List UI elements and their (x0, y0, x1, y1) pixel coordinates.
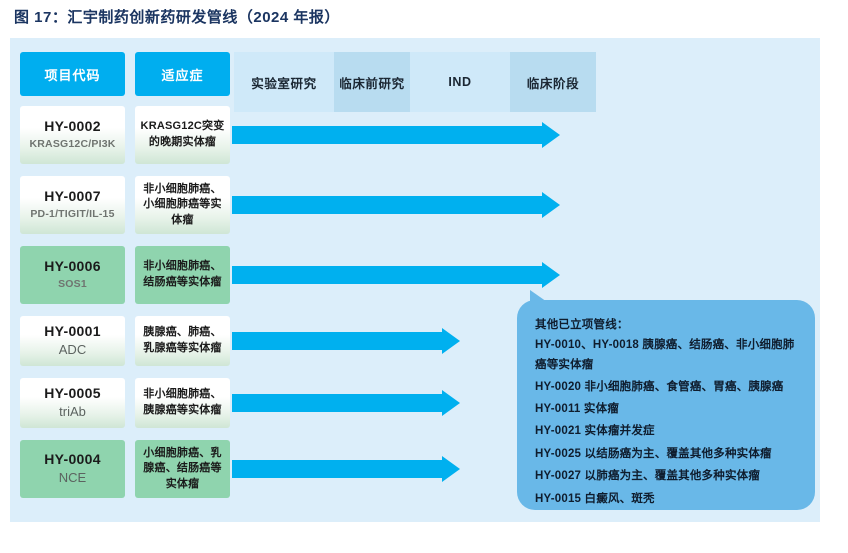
stage-header-ind: IND (410, 52, 510, 112)
progress-arrow (232, 192, 560, 218)
indication-label: KRASG12C突变的晚期实体瘤 (140, 120, 225, 148)
indication-cell: 胰腺癌、肺癌、乳腺癌等实体瘤 (135, 316, 230, 366)
indication-cell: 非小细胞肺癌、小细胞肺癌等实体瘤 (135, 176, 230, 234)
progress-arrow-bar (232, 394, 442, 412)
callout-line: HY-0010、HY-0018 胰腺癌、结肠癌、非小细胞肺癌等实体瘤 (535, 339, 795, 371)
project-code-label: HY-0006 (44, 258, 101, 275)
stage-header-preclinical: 临床前研究 (334, 52, 410, 112)
indication-label: 非小细胞肺癌、小细胞肺癌等实体瘤 (143, 182, 222, 226)
project-code-label: HY-0005 (44, 385, 101, 402)
stage-header-clinical: 临床阶段 (510, 52, 596, 112)
header-indication: 适应症 (135, 52, 230, 96)
project-target-label: PD-1/TIGIT/IL-15 (30, 207, 115, 220)
project-code-label: HY-0004 (44, 451, 101, 468)
indication-label: 非小细胞肺癌、胰腺癌等实体瘤 (143, 388, 222, 416)
callout-line: HY-0015 白癜风、斑秃 (535, 492, 655, 505)
other-pipelines-callout: 其他已立项管线： HY-0010、HY-0018 胰腺癌、结肠癌、非小细胞肺癌等… (517, 300, 815, 510)
progress-arrow (232, 390, 460, 416)
indication-cell: 非小细胞肺癌、结肠癌等实体瘤 (135, 246, 230, 304)
progress-arrow-bar (232, 196, 542, 214)
indication-label: 胰腺癌、肺癌、乳腺癌等实体瘤 (143, 326, 222, 354)
progress-arrow-head-icon (542, 192, 560, 218)
indication-label: 小细胞肺癌、乳腺癌、结肠癌等实体瘤 (143, 446, 222, 490)
progress-arrow-bar (232, 266, 542, 284)
project-code-label: HY-0001 (44, 323, 101, 340)
callout-heading: 其他已立项管线： (535, 319, 629, 331)
project-target-label: triAb (59, 403, 86, 419)
progress-arrow-head-icon (442, 456, 460, 482)
header-project-code: 项目代码 (20, 52, 125, 96)
page-title: 图 17：汇宇制药创新药研发管线（2024 年报） (14, 9, 340, 26)
project-code-label: HY-0007 (44, 188, 101, 205)
progress-arrow (232, 456, 460, 482)
progress-arrow-bar (232, 332, 442, 350)
indication-cell: 非小细胞肺癌、胰腺癌等实体瘤 (135, 378, 230, 428)
progress-arrow (232, 122, 560, 148)
progress-arrow-head-icon (542, 262, 560, 288)
progress-arrow-head-icon (542, 122, 560, 148)
callout-line: HY-0020 非小细胞肺癌、食管癌、胃癌、胰腺癌 (535, 380, 784, 393)
progress-arrow (232, 328, 460, 354)
progress-arrow-bar (232, 126, 542, 144)
indication-cell: KRASG12C突变的晚期实体瘤 (135, 106, 230, 164)
callout-line: HY-0021 实体瘤并发症 (535, 425, 655, 438)
stage-header-lab-research: 实验室研究 (234, 52, 334, 112)
project-target-label: ADC (58, 341, 87, 357)
project-target-label: SOS1 (58, 277, 87, 290)
indication-label: 非小细胞肺癌、结肠癌等实体瘤 (143, 260, 222, 288)
indication-cell: 小细胞肺癌、乳腺癌、结肠癌等实体瘤 (135, 440, 230, 498)
project-target-label: KRASG12C/PI3K (29, 137, 116, 150)
project-code-label: HY-0002 (44, 118, 101, 135)
progress-arrow (232, 262, 560, 288)
progress-arrow-head-icon (442, 390, 460, 416)
progress-arrow-head-icon (442, 328, 460, 354)
project-target-label: NCE (58, 469, 87, 485)
callout-line: HY-0027 以肺癌为主、覆盖其他多种实体瘤 (535, 470, 761, 483)
callout-line: HY-0025 以结肠癌为主、覆盖其他多种实体瘤 (535, 447, 772, 460)
progress-arrow-bar (232, 460, 442, 478)
callout-line: HY-0011 实体瘤 (535, 402, 620, 415)
